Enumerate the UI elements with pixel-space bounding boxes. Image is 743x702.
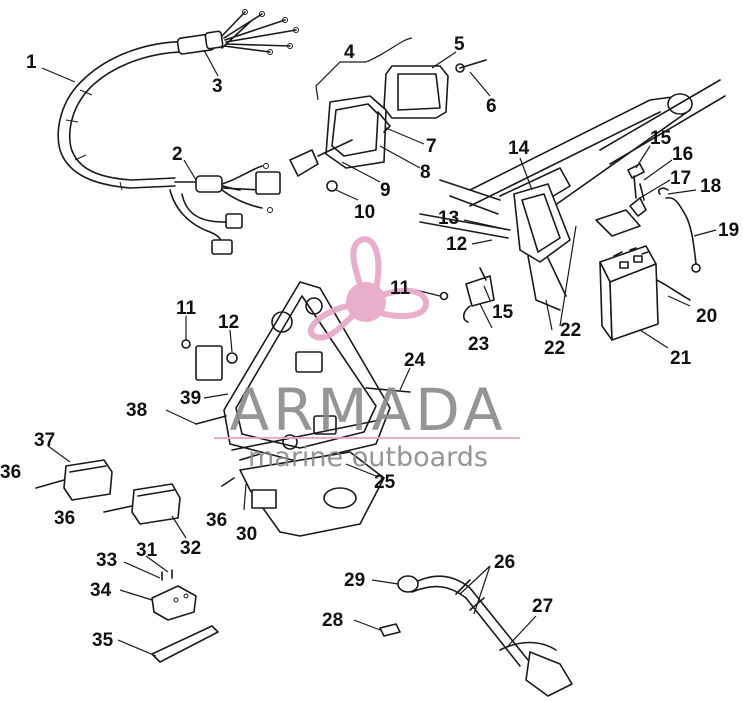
callout-29: 29 [344, 570, 365, 591]
callout-labels: 1 2 3 4 5 6 7 8 9 10 14 15 16 17 18 19 1… [0, 34, 739, 651]
callout-19: 19 [718, 220, 739, 241]
callout-11-right: 11 [390, 278, 411, 299]
callout-15-top: 15 [650, 128, 672, 149]
callout-36-b: 36 [54, 508, 75, 529]
callout-10: 10 [354, 202, 375, 223]
callout-37: 37 [34, 430, 55, 451]
battery-part [595, 209, 659, 341]
callout-14: 14 [508, 138, 530, 159]
callout-32: 32 [180, 538, 201, 559]
callout-31: 31 [136, 540, 158, 561]
callout-9: 9 [380, 180, 391, 201]
callout-38: 38 [126, 400, 147, 421]
callout-2: 2 [172, 144, 183, 165]
callout-20: 20 [696, 306, 717, 327]
callout-12-right: 12 [446, 234, 467, 255]
propeller-logo-icon [308, 236, 429, 341]
base-plate-part [223, 281, 391, 537]
callout-22-lower: 22 [544, 338, 565, 359]
callout-21: 21 [670, 348, 692, 369]
callout-36-a: 36 [0, 462, 21, 483]
callout-23: 23 [468, 334, 489, 355]
callout-28: 28 [322, 610, 343, 631]
bracket-parts [151, 569, 219, 663]
callout-17: 17 [670, 168, 691, 189]
callout-3: 3 [212, 76, 223, 97]
callout-13: 13 [438, 208, 459, 229]
callout-33: 33 [96, 550, 117, 571]
callout-15-bottom: 15 [492, 302, 514, 323]
callout-6: 6 [486, 96, 497, 117]
lower-harness-part [379, 575, 573, 697]
watermark-brand: ARMADA [229, 376, 506, 444]
callout-8: 8 [420, 162, 431, 183]
callout-22-upper: 22 [560, 320, 581, 341]
sub-harness-part [169, 163, 281, 255]
callout-34: 34 [90, 580, 112, 601]
callout-11-left: 11 [176, 298, 197, 319]
callout-26: 26 [494, 552, 515, 573]
modules-part [35, 339, 411, 525]
leader-lines [41, 37, 717, 657]
callout-36-c: 36 [206, 510, 227, 531]
callout-27: 27 [532, 596, 553, 617]
brand-watermark: ARMADA marine outboards [214, 236, 520, 473]
callout-30: 30 [236, 524, 257, 545]
callout-16: 16 [672, 144, 693, 165]
frame-part [419, 79, 726, 323]
callout-4: 4 [344, 42, 355, 63]
callout-1: 1 [26, 52, 37, 73]
callout-7: 7 [426, 136, 437, 157]
callout-25: 25 [374, 472, 396, 493]
callout-39: 39 [180, 388, 201, 409]
callout-24: 24 [404, 350, 426, 371]
callout-35: 35 [92, 630, 114, 651]
callout-18: 18 [700, 176, 721, 197]
callout-5: 5 [454, 34, 465, 55]
watermark-tagline: marine outboards [248, 442, 488, 473]
wiring-harness-part [57, 9, 299, 191]
light-assembly-part [289, 59, 487, 192]
callout-12-left: 12 [218, 312, 239, 333]
